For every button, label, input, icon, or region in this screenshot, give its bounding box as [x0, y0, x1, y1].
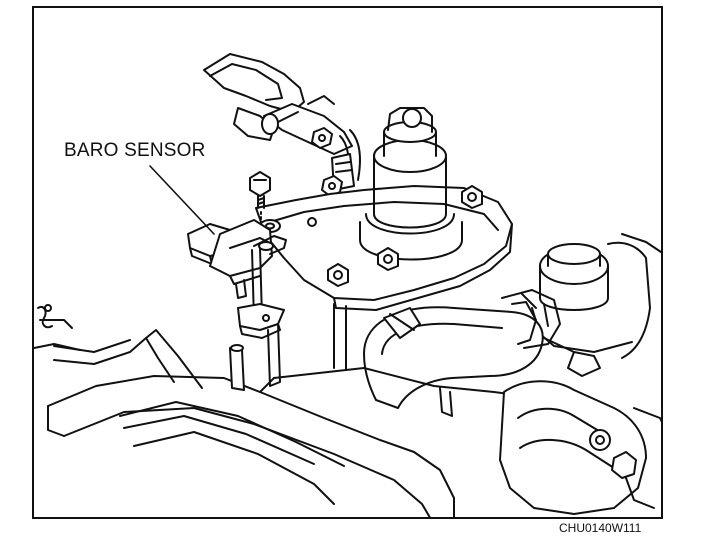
baro-sensor [187, 219, 287, 299]
illustration-frame: BARO SENSOR [32, 6, 663, 519]
sensor-bolt [249, 171, 281, 233]
reservoir-cap [531, 233, 661, 359]
mounting-plate [255, 185, 513, 311]
egr-valve [359, 107, 463, 261]
coolant-hose [363, 289, 561, 409]
left-wiring [34, 304, 81, 351]
figure-code: CHU0140W111 [559, 521, 642, 535]
egr-flange-bolts [307, 185, 483, 287]
callout-leader [149, 165, 215, 235]
upper-bolt [311, 127, 333, 149]
center-bolt [321, 175, 343, 197]
mounting-bracket [237, 247, 285, 387]
engine-illustration [34, 53, 661, 517]
baro-sensor-label: BARO SENSOR [64, 140, 206, 161]
right-lower-assembly [499, 337, 661, 515]
